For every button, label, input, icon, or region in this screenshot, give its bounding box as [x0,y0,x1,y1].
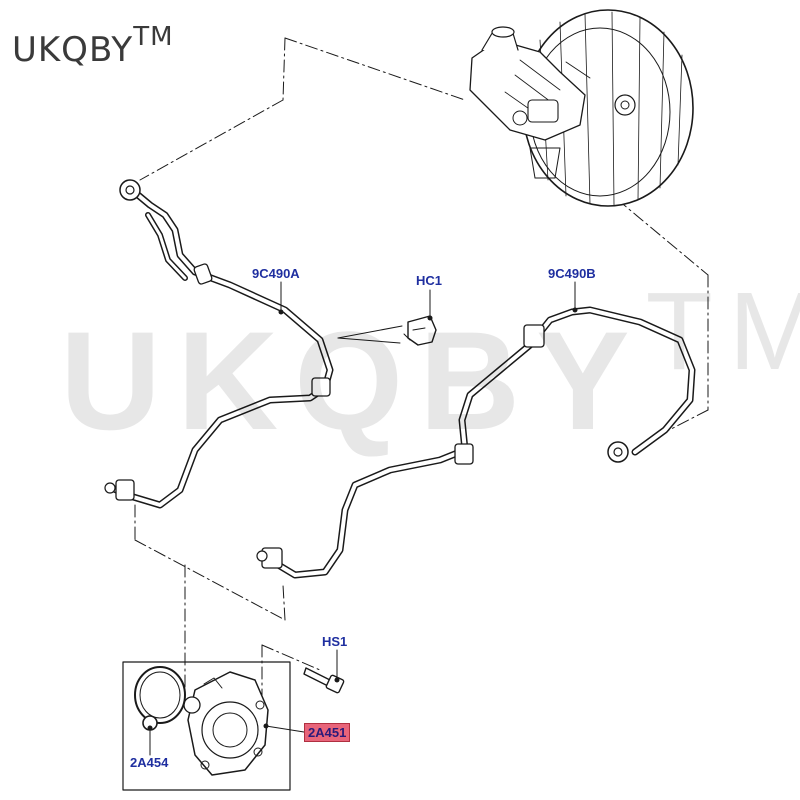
reference-lines [134,37,709,701]
callout-2A454[interactable]: 2A454 [130,755,169,770]
watermark-text: UKQBY [60,302,646,459]
callout-9C490B[interactable]: 9C490B [548,266,596,281]
master-cylinder [469,26,591,141]
watermark-trademark: TM [645,270,800,393]
leader-lines [149,281,576,756]
hose-9C490B [256,306,696,579]
watermark: UKQBYTM [60,270,800,462]
vacuum-pump [183,671,269,776]
gasket-2A454 [134,666,186,731]
callout-HS1[interactable]: HS1 [322,634,348,649]
brand-name: UKQBY [12,30,134,70]
callout-HC1[interactable]: HC1 [416,273,443,288]
brand-trademark: TM [133,22,174,52]
hose-9C490A [104,179,334,509]
leader-dots [147,307,578,731]
brand-logo: UKQBYTM [12,22,174,70]
callout-9C490A[interactable]: 9C490A [252,266,300,281]
callout-2A451[interactable]: 2A451 [304,723,351,742]
kit-frame [122,661,291,791]
